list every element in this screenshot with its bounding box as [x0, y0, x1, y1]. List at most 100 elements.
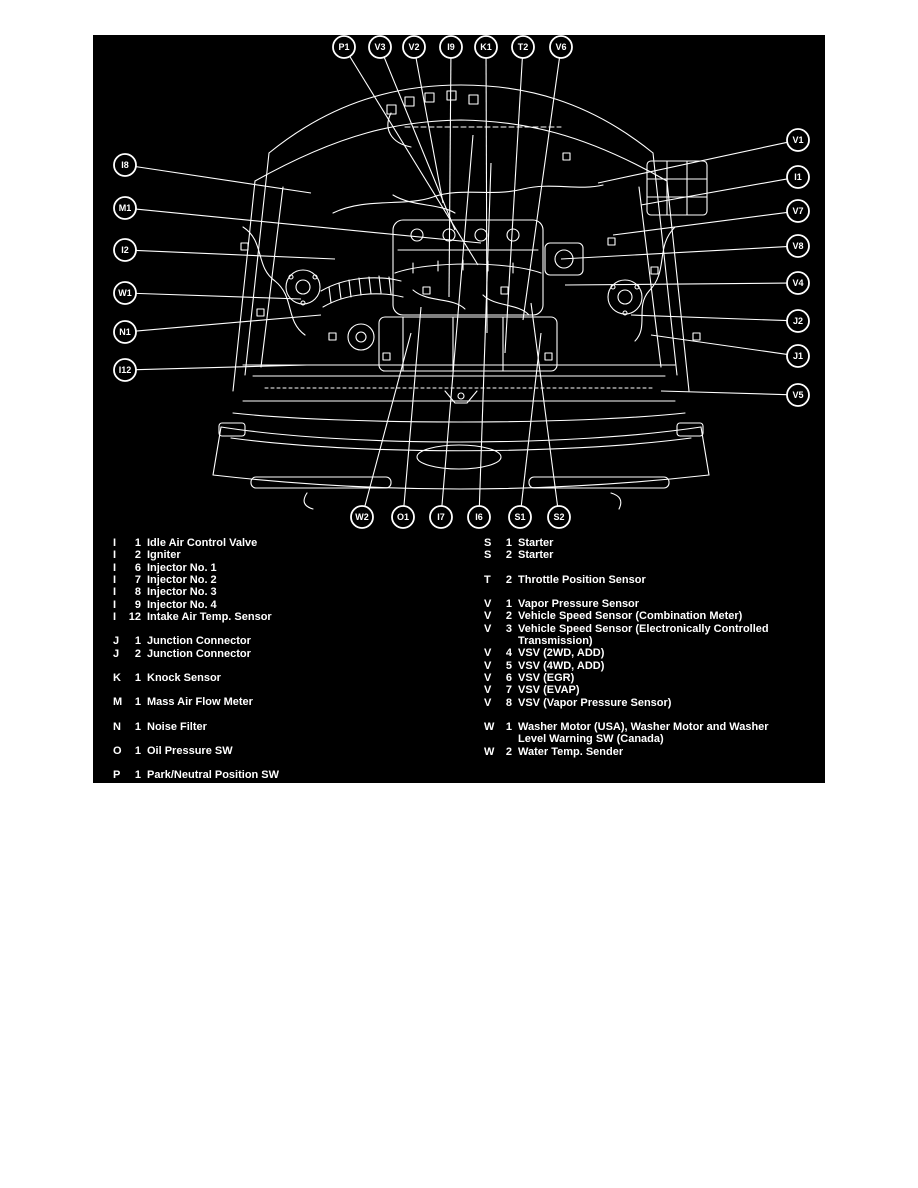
- legend-letter: V: [484, 659, 492, 672]
- engine-lower-block: [379, 317, 557, 371]
- callout-I1: I1: [787, 166, 809, 188]
- leader-line-V4: [565, 283, 787, 285]
- callout-label: T2: [518, 42, 529, 52]
- legend-number: 2: [134, 549, 141, 562]
- callout-circle: [114, 154, 136, 176]
- legend-number: 2: [505, 549, 512, 562]
- legend-number: 1: [134, 745, 141, 758]
- callout-W2: W2: [351, 506, 373, 528]
- callout-circle: [787, 310, 809, 332]
- callout-T2: T2: [512, 36, 534, 58]
- legend-number: 8: [134, 586, 141, 599]
- callout-label: V1: [792, 135, 803, 145]
- legend-number: 4: [505, 647, 512, 660]
- legend-letter: I: [113, 549, 117, 562]
- callout-I12: I12: [114, 359, 136, 381]
- legend-letter: V: [484, 598, 492, 611]
- legend-letter: I: [113, 537, 117, 549]
- callout-V4: V4: [787, 272, 809, 294]
- callout-label: V3: [374, 42, 385, 52]
- callout-circle: [114, 282, 136, 304]
- right-fender-line: [653, 153, 677, 375]
- callout-label: I2: [121, 245, 129, 255]
- left-fender-line: [261, 187, 283, 367]
- cylinder: [475, 229, 487, 241]
- connector: [501, 287, 508, 294]
- cowl-arc: [255, 120, 667, 181]
- callout-J1: J1: [787, 345, 809, 367]
- legend-number: 1: [134, 537, 141, 549]
- hose: [413, 290, 465, 309]
- left-strut-tower: [286, 270, 320, 304]
- engine-bay-illustration: [213, 85, 709, 509]
- callout-circle: [114, 239, 136, 261]
- leader-line-O1: [404, 307, 421, 506]
- cylinder: [507, 229, 519, 241]
- legend-description: Injector No. 2: [147, 574, 217, 587]
- callout-circle: [440, 36, 462, 58]
- hose-rib: [389, 277, 391, 294]
- legend-description: Park/Neutral Position SW: [147, 769, 280, 782]
- legend-number: 1: [134, 635, 141, 648]
- hose-rib: [369, 277, 371, 294]
- legend-description: Vehicle Speed Sensor (Combination Meter): [518, 610, 743, 623]
- legend-description: Throttle Position Sensor: [518, 573, 646, 586]
- legend-letter: J: [113, 647, 120, 660]
- legend-letter: M: [113, 696, 123, 709]
- legend-letter: J: [113, 635, 120, 648]
- hood-rear-arc: [269, 85, 653, 153]
- left-strut-tower-center: [296, 280, 310, 294]
- legend-number: 1: [505, 537, 512, 549]
- leader-line-I12: [136, 365, 307, 370]
- legend-description: Junction Connector: [147, 635, 251, 648]
- legend-description: Intake Air Temp. Sensor: [147, 611, 272, 624]
- callout-V5: V5: [787, 384, 809, 406]
- leader-line-J1: [651, 335, 787, 354]
- callout-label: S1: [514, 512, 525, 522]
- leader-line-S2: [531, 303, 558, 506]
- legend-letter: I: [113, 561, 117, 574]
- harness-wire: [333, 185, 603, 213]
- legend-letter: W: [484, 721, 495, 734]
- right-strut-tower-center: [618, 290, 632, 304]
- callout-V1: V1: [787, 129, 809, 151]
- bolt: [289, 275, 293, 279]
- legend-description: Oil Pressure SW: [147, 745, 233, 758]
- left-fender-line: [245, 153, 269, 375]
- callout-I6: I6: [468, 506, 490, 528]
- callout-circle: [403, 36, 425, 58]
- bolt: [301, 301, 305, 305]
- legend-description: VSV (Vapor Pressure Sensor): [518, 696, 672, 709]
- connector: [693, 333, 700, 340]
- bolt: [623, 311, 627, 315]
- right-fender-line: [639, 187, 661, 367]
- connector: [241, 243, 248, 250]
- callout-label: I1: [794, 172, 802, 182]
- legend-description: Knock Sensor: [147, 672, 221, 685]
- callout-label: V5: [792, 390, 803, 400]
- callout-circle: [787, 272, 809, 294]
- callout-circle: [369, 36, 391, 58]
- callout-circle: [787, 166, 809, 188]
- legend-number: 1: [505, 598, 512, 611]
- pulley-center: [356, 332, 366, 342]
- cylinder: [411, 229, 423, 241]
- right-fender-line: [667, 181, 689, 391]
- callout-label: K1: [480, 42, 492, 52]
- callout-circle: [512, 36, 534, 58]
- connector: [257, 309, 264, 316]
- left-harness: [243, 227, 305, 335]
- callout-label: W1: [118, 288, 132, 298]
